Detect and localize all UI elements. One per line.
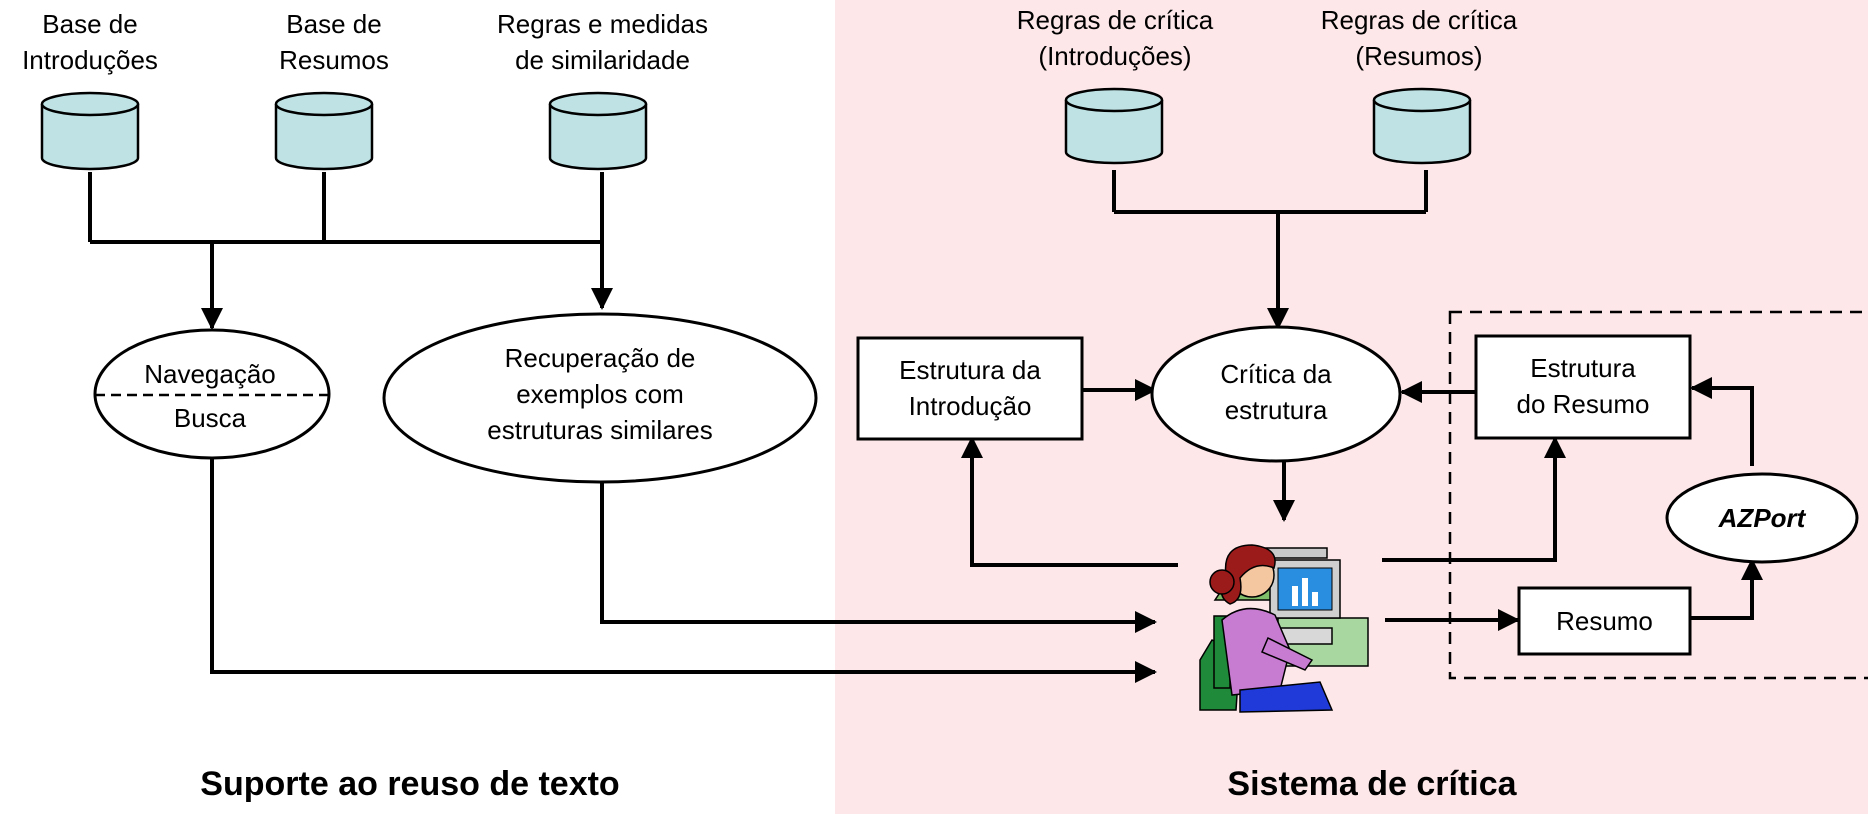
estrutura-resumo-box [1474,334,1692,440]
database-regras-cylinder [548,91,648,171]
left-connectors [88,172,1157,683]
estrutura-intro-label: Estrutura da Introdução [899,355,1041,421]
database-resumos-cylinder [274,91,374,171]
user-at-computer-icon [1199,544,1369,713]
right-connectors [961,170,1763,631]
estrutura-intro-box [856,336,1084,441]
summary-module-dashed-box [1448,310,1868,680]
database-resumos-label: Base de Resumos [279,9,389,75]
right-panel-title: Sistema de crítica [1227,765,1517,803]
estrutura-resumo-label: Estrutura do Resumo [1516,353,1650,419]
recuperacao-label: Recuperação de exemplos com estruturas s… [487,343,713,445]
navegacao-busca-ellipse [93,328,331,460]
left-panel-title: Suporte ao reuso de texto [200,765,620,803]
resumo-label: Resumo [1556,606,1653,636]
recuperacao-ellipse [382,312,818,484]
busca-label: Busca [173,403,247,433]
database-intro-cylinder [40,91,140,171]
database-critica-intro-label: Regras de crítica (Introduções) [1016,5,1214,71]
critica-estrutura-label: Crítica da estrutura [1220,359,1332,425]
azport-ellipse [1665,472,1859,564]
database-critica-intro-cylinder [1064,87,1164,165]
database-regras-label: Regras e medidas de similaridade [497,9,708,75]
database-intro-label: Base de Introduções [22,9,158,75]
azport-label: AZPort [1718,503,1806,533]
database-critica-resumos-cylinder [1372,87,1472,165]
navegacao-label: Navegação [144,359,276,389]
resumo-box [1517,586,1692,656]
critica-estrutura-ellipse [1150,325,1402,463]
database-critica-resumos-label: Regras de crítica (Resumos) [1320,5,1518,71]
